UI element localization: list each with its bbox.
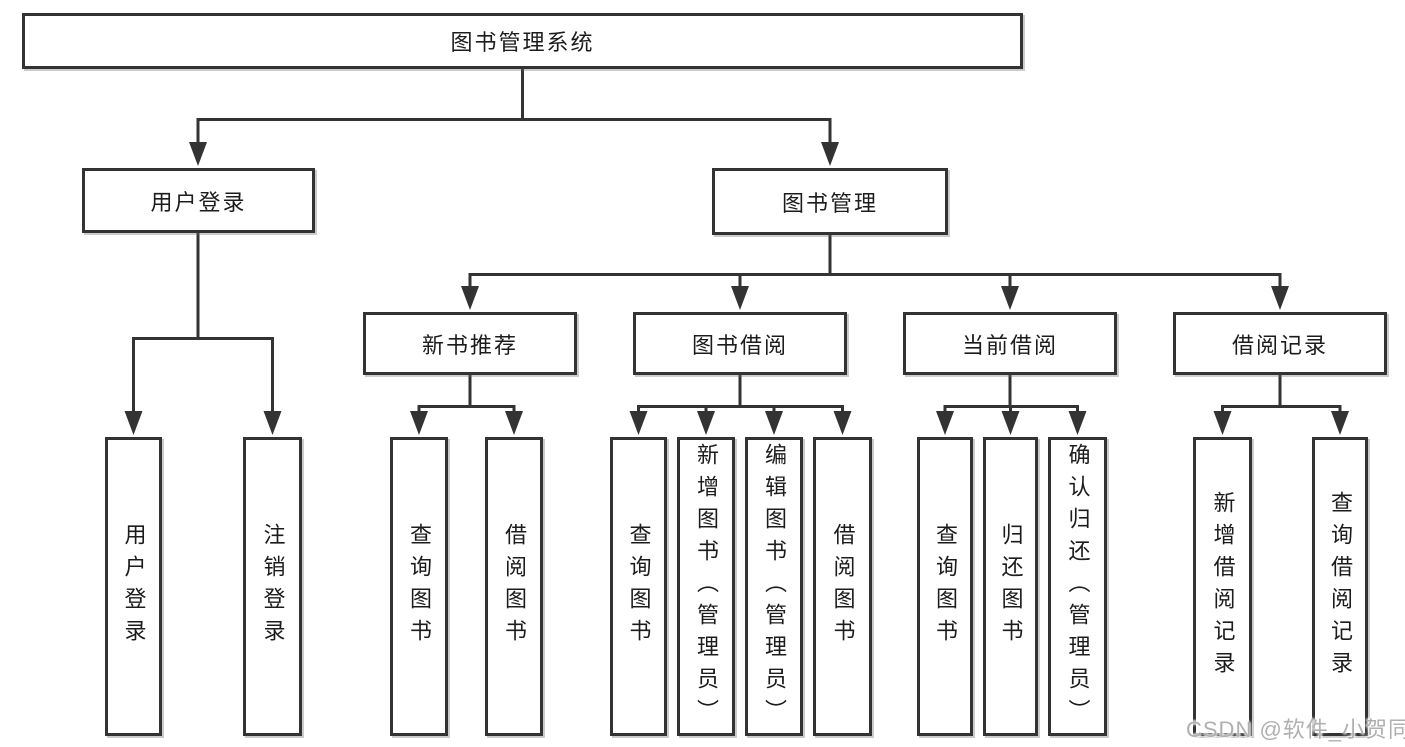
leaf-recommend-query-book: 查询图书 <box>390 437 448 736</box>
leaf-current-query-book: 查询图书 <box>917 437 973 736</box>
leaf-borrow-edit-book-admin: 编辑图书（管理员） <box>745 437 803 736</box>
node-root: 图书管理系统 <box>22 13 1023 69</box>
leaf-label: 用户登录 <box>121 522 147 651</box>
leaf-borrow-add-book-admin: 新增图书（管理员） <box>677 437 735 736</box>
leaf-current-confirm-return-admin: 确认归还（管理员） <box>1048 437 1107 736</box>
leaf-label: 编辑图书（管理员） <box>762 442 787 731</box>
leaf-records-add-record: 新增借阅记录 <box>1193 437 1252 736</box>
leaf-label: 查询借阅记录 <box>1328 490 1353 683</box>
leaf-recommend-borrow-book: 借阅图书 <box>485 437 543 736</box>
node-user-login: 用户登录 <box>82 168 315 233</box>
csdn-watermark: CSDN @软件_小贺同学 <box>1186 717 1405 742</box>
leaf-user-logout: 注销登录 <box>243 437 302 736</box>
leaf-records-query-record: 查询借阅记录 <box>1312 437 1368 736</box>
leaf-current-return-book: 归还图书 <box>983 437 1038 736</box>
leaf-label: 新增图书（管理员） <box>694 442 719 731</box>
leaf-borrow-query-book: 查询图书 <box>610 437 667 736</box>
leaf-borrow-borrow-book: 借阅图书 <box>813 437 872 736</box>
leaf-label: 归还图书 <box>998 522 1024 651</box>
node-new-book-recommend: 新书推荐 <box>363 312 577 375</box>
leaf-label: 查询图书 <box>933 522 958 651</box>
leaf-label: 查询图书 <box>626 522 652 651</box>
leaf-label: 查询图书 <box>407 522 432 651</box>
leaf-label: 借阅图书 <box>502 522 527 651</box>
leaf-label: 借阅图书 <box>830 522 856 651</box>
leaf-label: 新增借阅记录 <box>1210 490 1236 683</box>
leaf-label: 确认归还（管理员） <box>1065 442 1091 731</box>
leaf-label: 注销登录 <box>260 522 286 651</box>
leaf-user-login: 用户登录 <box>105 437 162 736</box>
node-book-management: 图书管理 <box>712 168 948 235</box>
node-book-borrow: 图书借阅 <box>633 312 847 375</box>
node-borrow-records: 借阅记录 <box>1173 312 1387 375</box>
node-current-borrow: 当前借阅 <box>903 312 1117 375</box>
